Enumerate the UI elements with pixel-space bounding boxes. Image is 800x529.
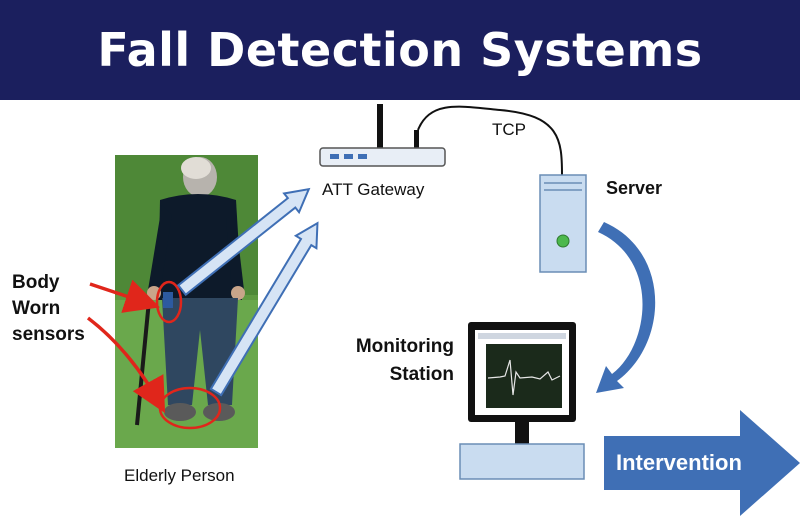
server-to-station-arrow — [596, 222, 656, 393]
server-icon — [539, 174, 587, 273]
elderly-person-label: Elderly Person — [124, 466, 235, 485]
intervention-arrow — [604, 410, 800, 516]
sensor-arrow-waist — [89, 279, 160, 313]
gateway-label: ATT Gateway — [322, 180, 425, 199]
title-banner: Fall Detection Systems — [0, 0, 800, 100]
data-arrow-waist — [176, 187, 311, 297]
elderly-person-photo — [115, 155, 258, 448]
intervention-label: Intervention — [616, 450, 742, 475]
tcp-label: TCP — [492, 120, 526, 139]
monitor-icon — [459, 322, 585, 480]
router-icon — [319, 104, 446, 167]
server-label: Server — [606, 178, 663, 198]
monitoring-station-label: Monitoring Station — [355, 336, 454, 385]
sensor-arrow-foot — [86, 316, 166, 414]
data-arrow-foot — [209, 221, 319, 397]
tcp-cable — [417, 105, 563, 176]
page-title: Fall Detection Systems — [97, 23, 703, 77]
body-worn-sensors-label: Body Worn sensors — [12, 272, 85, 345]
